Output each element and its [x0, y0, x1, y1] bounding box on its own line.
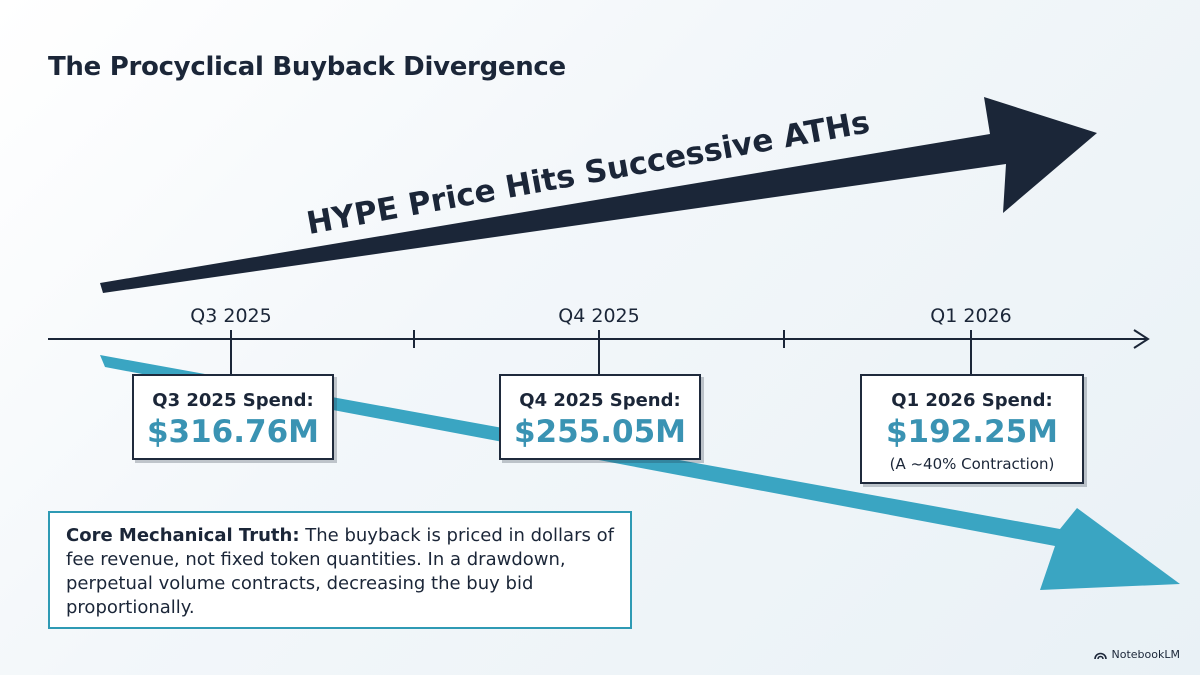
callout-note: (A ~40% Contraction) — [889, 455, 1055, 473]
page-title: The Procyclical Buyback Divergence — [48, 52, 566, 82]
timeline-arrowhead — [1133, 329, 1150, 349]
brand-label: NotebookLM — [1111, 648, 1180, 661]
spend-callout-q3: Q3 2025 Spend: $316.76M — [132, 374, 334, 460]
timeline-label-q4: Q4 2025 — [558, 305, 639, 327]
spend-down-arrow — [100, 355, 1180, 590]
brand-badge: NotebookLM — [1093, 648, 1180, 661]
callout-label: Q4 2025 Spend: — [519, 390, 681, 411]
callout-value: $316.76M — [146, 414, 320, 450]
callout-value: $192.25M — [885, 414, 1059, 450]
spend-callout-q1: Q1 2026 Spend: $192.25M (A ~40% Contract… — [860, 374, 1084, 484]
timeline-label-q3: Q3 2025 — [190, 305, 271, 327]
notebooklm-logo-icon — [1093, 652, 1107, 659]
core-truth-heading: Core Mechanical Truth: — [66, 525, 300, 546]
callout-label: Q1 2026 Spend: — [891, 390, 1053, 411]
spend-callout-q4: Q4 2025 Spend: $255.05M — [499, 374, 701, 460]
timeline-label-q1: Q1 2026 — [930, 305, 1011, 327]
callout-value: $255.05M — [513, 414, 687, 450]
price-up-arrow — [100, 97, 1097, 293]
callout-label: Q3 2025 Spend: — [152, 390, 314, 411]
core-truth-box: Core Mechanical Truth: The buyback is pr… — [48, 511, 632, 629]
core-truth-body: The buyback is priced in dollars of fee … — [66, 525, 614, 618]
